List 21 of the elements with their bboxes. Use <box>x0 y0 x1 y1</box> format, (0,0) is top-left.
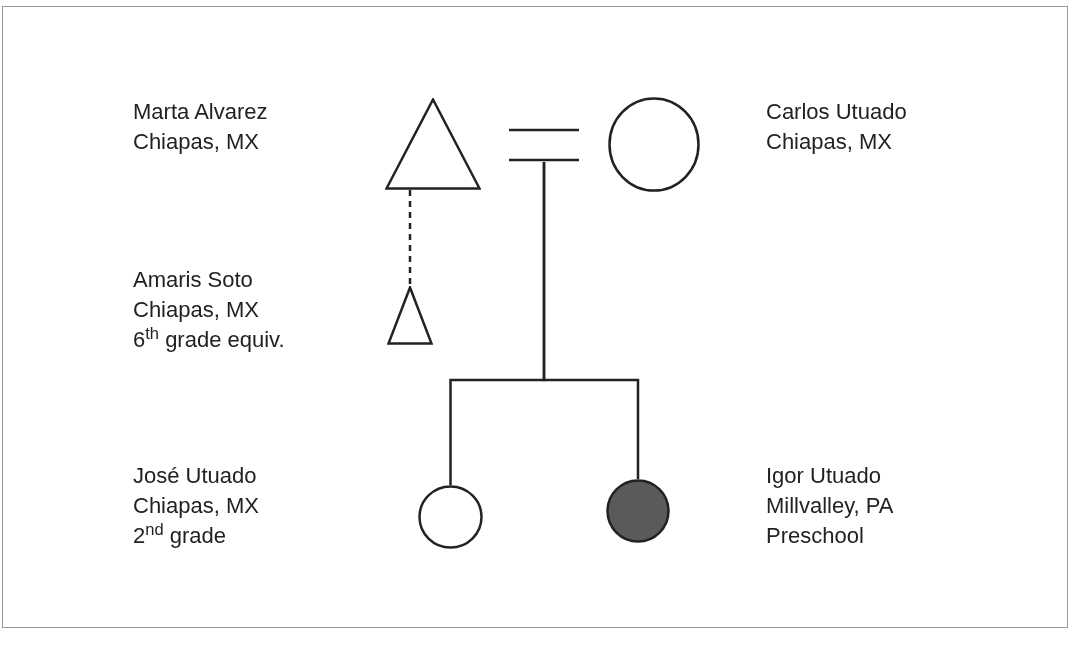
descent-line <box>542 162 640 479</box>
person-label: Chiapas, MX <box>133 128 259 156</box>
person-label: Chiapas, MX <box>133 296 259 324</box>
person-label: Preschool <box>766 522 864 550</box>
filled-circle <box>606 479 670 543</box>
person-label: Millvalley, PA <box>766 492 894 520</box>
person-label: Igor Utuado <box>766 462 881 490</box>
male-triangle <box>385 98 481 190</box>
person-label: José Utuado <box>133 462 257 490</box>
male-triangle <box>387 286 433 345</box>
female-circle <box>418 485 483 549</box>
person-label: 2$^{nd}$ grade <box>133 521 226 550</box>
marriage-symbol <box>509 128 579 162</box>
person-label: 6$^{th}$ grade equiv. <box>133 325 285 354</box>
person-label: Chiapas, MX <box>766 128 892 156</box>
person-label: Marta Alvarez <box>133 98 268 126</box>
person-label: Amaris Soto <box>133 266 253 294</box>
person-label: Chiapas, MX <box>133 492 259 520</box>
dashed-connector <box>408 190 412 286</box>
female-circle <box>608 97 700 192</box>
person-label: Carlos Utuado <box>766 98 907 126</box>
